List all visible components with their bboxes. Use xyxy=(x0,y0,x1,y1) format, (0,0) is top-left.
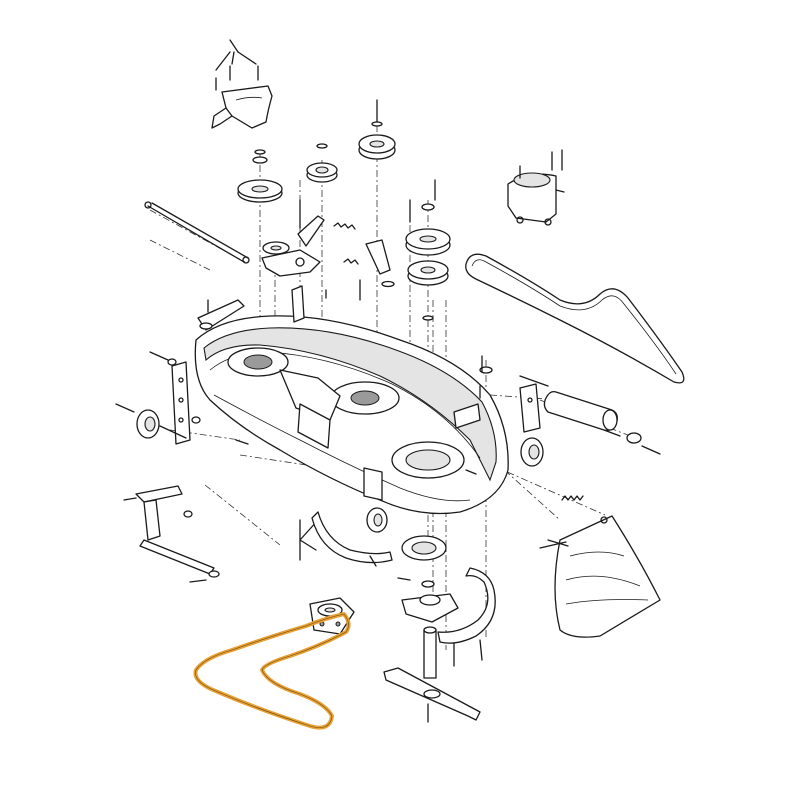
discharge-chute xyxy=(539,515,661,638)
idler-pulley-top xyxy=(358,99,396,160)
belt-cover-left xyxy=(211,39,273,129)
gauge-wheel-left xyxy=(115,403,201,439)
spindle-assembly xyxy=(401,535,459,679)
idler-pulley-middle xyxy=(306,143,338,183)
spindle-pulley-stack xyxy=(405,179,451,321)
belt-cover-right xyxy=(507,149,565,226)
deck-baffle-left xyxy=(311,511,393,564)
deck-baffle-right xyxy=(437,567,496,667)
idler-arm-assembly xyxy=(261,199,395,299)
anti-scalp-roller xyxy=(519,375,661,455)
gauge-wheel-right xyxy=(366,437,544,533)
mower-deck-drive-belt[interactable] xyxy=(193,612,351,730)
lift-link-assembly xyxy=(123,485,319,583)
deck-hanger-bracket-right xyxy=(453,366,541,433)
idler-pulley-left xyxy=(237,149,283,203)
mower-deck-housing xyxy=(194,315,509,515)
deck-hanger-bracket-left xyxy=(171,285,305,445)
deck-belt-upper xyxy=(465,253,685,384)
deck-lift-rod xyxy=(144,201,250,264)
fasteners xyxy=(149,279,621,581)
chute-spring xyxy=(561,495,584,501)
mower-blade xyxy=(383,667,481,723)
